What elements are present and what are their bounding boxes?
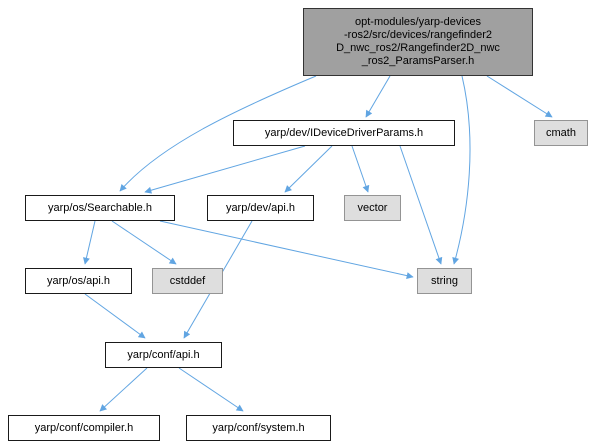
edge-main-to-idevicedriverparams (365, 75, 391, 118)
node-idevicedriverparams[interactable]: yarp/dev/IDeviceDriverParams.h (233, 120, 455, 146)
node-vector: vector (344, 195, 401, 221)
edge-confapi-to-compiler (99, 367, 148, 412)
edge-idevicedriverparams-to-vector (351, 145, 370, 193)
edge-confapi-to-system (178, 367, 244, 412)
edge-searchable-to-string (159, 220, 414, 280)
node-rangefinder2d-paramsparser: opt-modules/yarp-devices -ros2/src/devic… (303, 8, 533, 76)
node-dev-api[interactable]: yarp/dev/api.h (207, 195, 314, 221)
node-conf-compiler[interactable]: yarp/conf/compiler.h (8, 415, 160, 441)
edge-idevicedriverparams-to-devapi (284, 145, 333, 193)
edge-idevicedriverparams-to-string (399, 145, 443, 265)
node-conf-api[interactable]: yarp/conf/api.h (105, 342, 222, 368)
node-string: string (417, 268, 472, 294)
node-conf-system[interactable]: yarp/conf/system.h (186, 415, 331, 441)
edge-main-to-cmath (486, 75, 553, 118)
edge-main-to-string (452, 75, 471, 265)
node-cmath: cmath (534, 120, 588, 146)
node-searchable[interactable]: yarp/os/Searchable.h (25, 195, 175, 221)
edge-main-to-searchable (119, 75, 317, 192)
node-cstddef: cstddef (152, 268, 223, 294)
edge-searchable-to-cstddef (111, 220, 177, 265)
edge-osapi-to-confapi (84, 293, 146, 339)
node-os-api[interactable]: yarp/os/api.h (25, 268, 132, 294)
edge-searchable-to-osapi (83, 220, 96, 265)
edge-idevicedriverparams-to-searchable (144, 145, 306, 194)
